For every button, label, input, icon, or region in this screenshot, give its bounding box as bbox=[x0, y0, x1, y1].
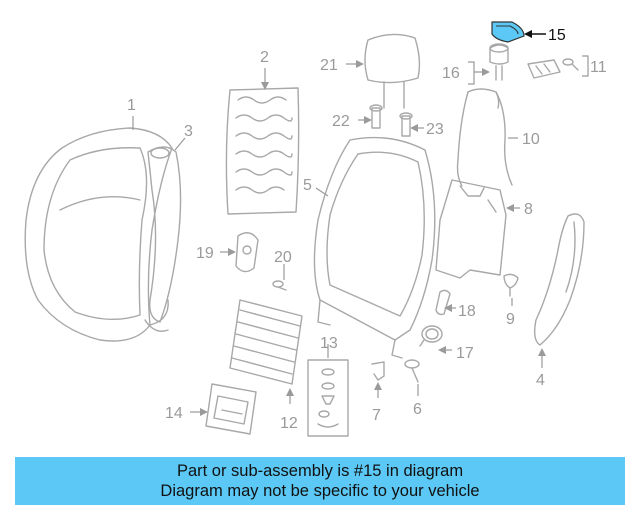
part-8-back-panel bbox=[435, 179, 507, 279]
callout-21: 21 bbox=[320, 57, 338, 74]
callout-2: 2 bbox=[260, 49, 269, 66]
callout-15: 15 bbox=[548, 27, 566, 44]
callout-3: 3 bbox=[184, 123, 193, 140]
callout-10: 10 bbox=[522, 131, 540, 148]
part-17-knob bbox=[419, 325, 443, 347]
caption-line-1: Part or sub-assembly is #15 in diagram bbox=[176, 462, 464, 480]
callout-11: 11 bbox=[590, 59, 607, 76]
callout-6: 6 bbox=[413, 401, 422, 418]
part-20-screw bbox=[272, 280, 287, 291]
part-15-highlighted bbox=[491, 21, 525, 43]
part-23-guide bbox=[399, 112, 413, 137]
callout-20: 20 bbox=[274, 249, 292, 266]
part-4-side-trim bbox=[533, 213, 585, 346]
callout-7: 7 bbox=[372, 407, 381, 424]
part-9-clip bbox=[503, 273, 519, 297]
callout-4: 4 bbox=[536, 372, 545, 389]
part-16-knob bbox=[489, 43, 509, 81]
callout-9: 9 bbox=[506, 311, 515, 328]
part-3-side-bolster bbox=[147, 146, 182, 323]
callout-17: 17 bbox=[456, 345, 474, 362]
part-22-guide bbox=[369, 104, 383, 129]
callout-13: 13 bbox=[320, 335, 338, 352]
callout-5: 5 bbox=[303, 177, 312, 194]
part-5-seatback-frame bbox=[313, 136, 436, 359]
callout-1: 1 bbox=[127, 97, 136, 114]
callout-14: 14 bbox=[165, 405, 183, 422]
part-13-fastener-kit bbox=[307, 359, 349, 437]
part-10-cable bbox=[456, 88, 513, 187]
callout-23: 23 bbox=[426, 121, 444, 138]
caption-line-2: Diagram may not be specific to your vehi… bbox=[160, 482, 480, 500]
part-6-bolt bbox=[404, 359, 420, 383]
part-11-module bbox=[527, 58, 579, 79]
part-12-lumbar-grid bbox=[229, 299, 303, 385]
part-7-bracket bbox=[371, 361, 385, 381]
callout-22: 22 bbox=[332, 113, 350, 130]
part-18-lever bbox=[435, 289, 451, 316]
callout-19: 19 bbox=[196, 245, 214, 262]
part-21-headrest bbox=[364, 33, 421, 109]
callout-18: 18 bbox=[458, 303, 476, 320]
callout-16: 16 bbox=[442, 65, 460, 82]
part-14-lumbar-mechanism bbox=[205, 383, 257, 435]
caption-banner: Part or sub-assembly is #15 in diagram D… bbox=[15, 457, 625, 505]
part-19-plate bbox=[235, 232, 259, 273]
part-1-seatback-cushion bbox=[24, 127, 173, 342]
callout-8: 8 bbox=[524, 201, 533, 218]
callout-12: 12 bbox=[280, 415, 298, 432]
part-2-heater-pad bbox=[225, 87, 300, 215]
